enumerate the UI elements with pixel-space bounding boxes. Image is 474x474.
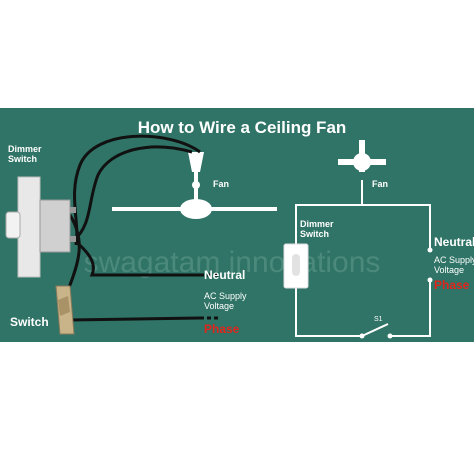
fan-wire-2 [73,134,201,246]
phase-wire [69,316,201,322]
phase-terminal [427,277,433,283]
left-neutral-label: Neutral [204,268,245,282]
disclaimer-line-2: Do Not Imitate. [86,354,126,360]
fan-motor [180,199,212,219]
right-phase-label: Phase [434,278,470,292]
left-switch-label: Switch [10,315,49,329]
fan-joint [192,181,200,189]
left-phase-label: Phase [204,322,240,336]
toggle-switch-lever [58,296,70,316]
schematic-dimmer-slot [292,254,300,276]
right-spst-label-2: Switch [364,354,393,364]
left-dimmer-label-1: Dimmer [8,144,42,154]
left-fan-label: Fan [213,179,229,189]
spst-contact-2 [387,333,393,339]
fan-canopy [188,152,204,172]
right-ac-label-2: Voltage [434,265,464,275]
diagram-title: How to Wire a Ceiling Fan [138,118,347,137]
spst-lever [361,323,389,337]
dimmer-knob [5,211,21,239]
schematic-fan-hub [353,153,371,171]
right-fan-label: Fan [372,179,388,189]
dimmer-faceplate [17,176,41,278]
dimmer-terminal-1 [70,207,76,213]
right-neutral-label: Neutral [434,235,474,249]
dimmer-switch-wire [66,214,81,291]
fan-wire-1 [72,145,193,242]
schematic-neutral-wire [361,180,431,250]
right-dimmer-label-1: Dimmer [300,219,334,229]
left-dimmer-label-2: Switch [8,154,37,164]
dimmer-terminal-2 [70,236,76,242]
diagram-panel [0,108,474,342]
right-dimmer-label-2: Switch [300,229,329,239]
left-ac-label-2: Voltage [204,301,234,311]
neutral-terminal [427,247,433,253]
left-ac-label-1: AC Supply [204,291,247,301]
schematic-phase-wire [390,280,431,337]
right-s1-label: S1 [374,316,383,323]
right-ac-label-1: AC Supply [434,255,474,265]
dimmer-body [39,199,71,253]
right-spst-label-1: SPST [364,344,388,354]
disclaimer-line-1: The Above Image is for Depiction Purpose… [43,347,169,353]
